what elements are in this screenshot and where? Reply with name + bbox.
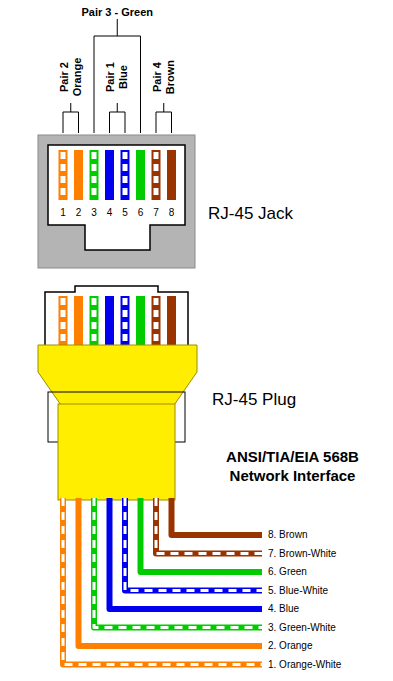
rj45-plug	[38, 286, 197, 500]
jack-pin	[152, 150, 161, 200]
pair-label: Pair 4 Brown	[151, 53, 177, 101]
plug-pin	[74, 296, 83, 352]
pin-number: 7	[153, 207, 159, 219]
pair-bracket	[156, 103, 172, 133]
plug-boot	[58, 404, 175, 500]
pin-stripe	[123, 298, 128, 350]
pin-stripe	[61, 152, 66, 198]
wire-stripe	[125, 498, 262, 591]
pin-stripe	[92, 152, 97, 198]
pin-number: 1	[60, 207, 66, 219]
jack-pin	[59, 150, 68, 200]
wire-label: 1. Orange-White	[268, 659, 341, 671]
wire	[79, 498, 263, 646]
wire-label: 4. Blue	[268, 603, 299, 615]
jack-pin	[105, 150, 114, 200]
plug-pin	[136, 296, 145, 352]
standard-label: ANSI/TIA/EIA 568B Network Interface	[200, 447, 385, 485]
wire-label: 5. Blue-White	[268, 585, 328, 597]
plug-pin	[167, 296, 176, 352]
pair-bracket	[110, 103, 126, 133]
jack-pin	[167, 150, 176, 200]
plug-pin	[121, 296, 130, 352]
jack-pin	[121, 150, 130, 200]
plug-boot	[38, 345, 197, 408]
plug-pin	[59, 296, 68, 352]
jack-pin	[90, 150, 99, 200]
pin-number: 4	[107, 207, 113, 219]
pin-stripe	[154, 298, 159, 350]
wire	[63, 498, 262, 665]
wire-label: 6. Green	[268, 566, 307, 578]
pin-number: 5	[122, 207, 128, 219]
pin-number: 8	[169, 207, 175, 219]
wire	[125, 498, 262, 591]
wire-stripe	[94, 498, 262, 628]
pair-label: Pair 1 Blue	[104, 53, 130, 101]
wire-label: 3. Green-White	[268, 622, 336, 634]
pin-number: 3	[91, 207, 97, 219]
wires	[63, 498, 262, 665]
wire-label: 7. Brown-White	[268, 548, 336, 560]
pair-label: Pair 2 Orange	[58, 53, 84, 101]
pair-label: Pair 3 - Green	[81, 6, 153, 19]
pair-bracket	[63, 103, 79, 133]
wire-stripe	[156, 498, 262, 554]
rj45-jack	[38, 135, 195, 268]
wire	[141, 498, 263, 572]
jack-body	[38, 135, 195, 268]
jack-pin	[136, 150, 145, 200]
wire	[156, 498, 262, 554]
wire-label: 2. Orange	[268, 640, 312, 652]
wire	[110, 498, 263, 609]
pin-stripe	[154, 152, 159, 198]
wire	[94, 498, 262, 628]
pin-stripe	[123, 152, 128, 198]
wire	[172, 498, 263, 535]
plug-pin	[90, 296, 99, 352]
plug-pin	[152, 296, 161, 352]
part-label: RJ-45 Plug	[212, 390, 296, 410]
part-label: RJ-45 Jack	[208, 204, 293, 224]
pin-number: 6	[138, 207, 144, 219]
pin-stripe	[61, 298, 66, 350]
plug-pin	[105, 296, 114, 352]
wire-stripe	[63, 498, 262, 665]
plug-body	[45, 286, 188, 352]
wire-label: 8. Brown	[268, 529, 307, 541]
pin-stripe	[92, 298, 97, 350]
jack-pin	[74, 150, 83, 200]
pair-bracket	[94, 19, 141, 133]
pin-number: 2	[76, 207, 82, 219]
jack-opening	[48, 145, 185, 250]
